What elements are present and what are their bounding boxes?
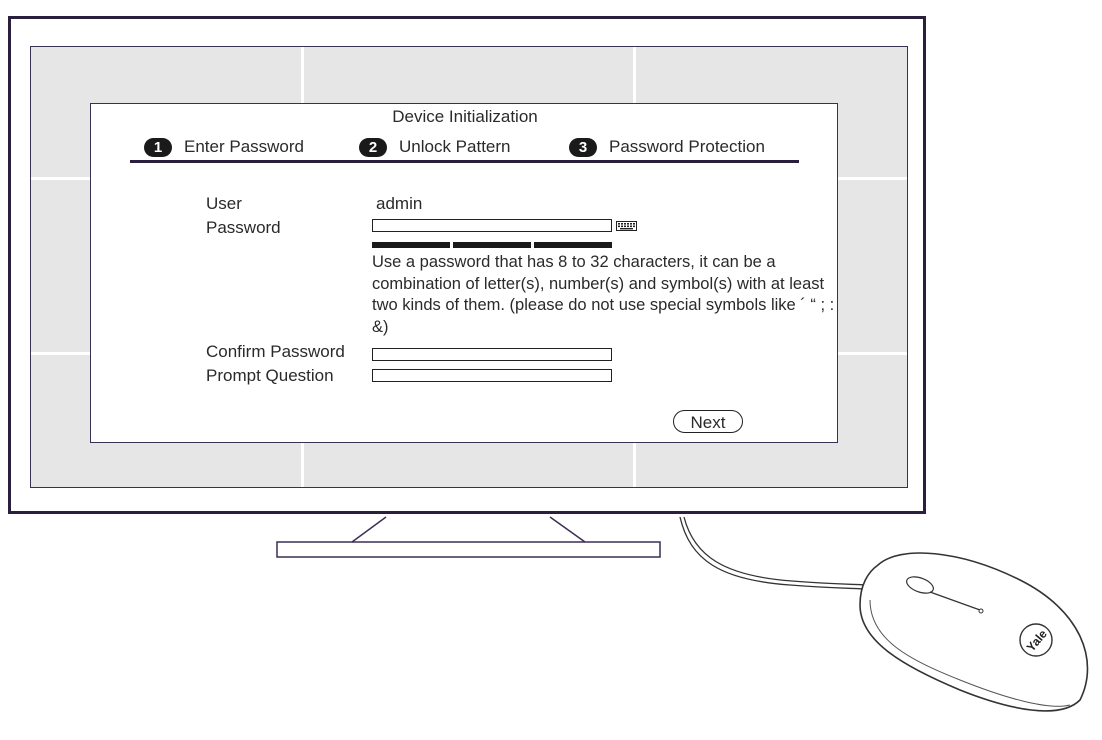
password-strength-segment [534, 242, 612, 248]
prompt-question-label: Prompt Question [206, 366, 334, 385]
step-label: Enter Password [184, 137, 304, 156]
step-label: Password Protection [609, 137, 765, 156]
device-initialization-dialog: Device Initialization 1 Enter Password 2… [90, 103, 838, 443]
step-label: Unlock Pattern [399, 137, 511, 156]
yale-logo: Yale [1019, 623, 1053, 657]
user-label: User [206, 194, 242, 213]
prompt-question-input[interactable] [372, 369, 612, 382]
next-button[interactable]: Next [673, 410, 743, 433]
password-hint: Use a password that has 8 to 32 characte… [372, 253, 835, 336]
password-strength-segment [453, 242, 531, 248]
confirm-password-input[interactable] [372, 348, 612, 361]
dialog-title: Device Initialization [392, 107, 538, 126]
numbered-circle-icon: 3 [569, 137, 597, 157]
password-label: Password [206, 218, 281, 237]
step-password-protection: 3 Password Protection [569, 137, 765, 157]
user-value: admin [376, 194, 423, 213]
password-input[interactable] [372, 219, 612, 232]
keyboard-icon[interactable] [616, 221, 637, 231]
numbered-circle-icon: 2 [359, 137, 387, 157]
password-strength-segment [372, 242, 450, 248]
numbered-circle-icon: 1 [144, 137, 172, 157]
step-unlock-pattern: 2 Unlock Pattern [359, 137, 511, 157]
step-divider [130, 160, 799, 163]
step-enter-password: 1 Enter Password [144, 137, 304, 157]
confirm-password-label: Confirm Password [206, 342, 345, 361]
